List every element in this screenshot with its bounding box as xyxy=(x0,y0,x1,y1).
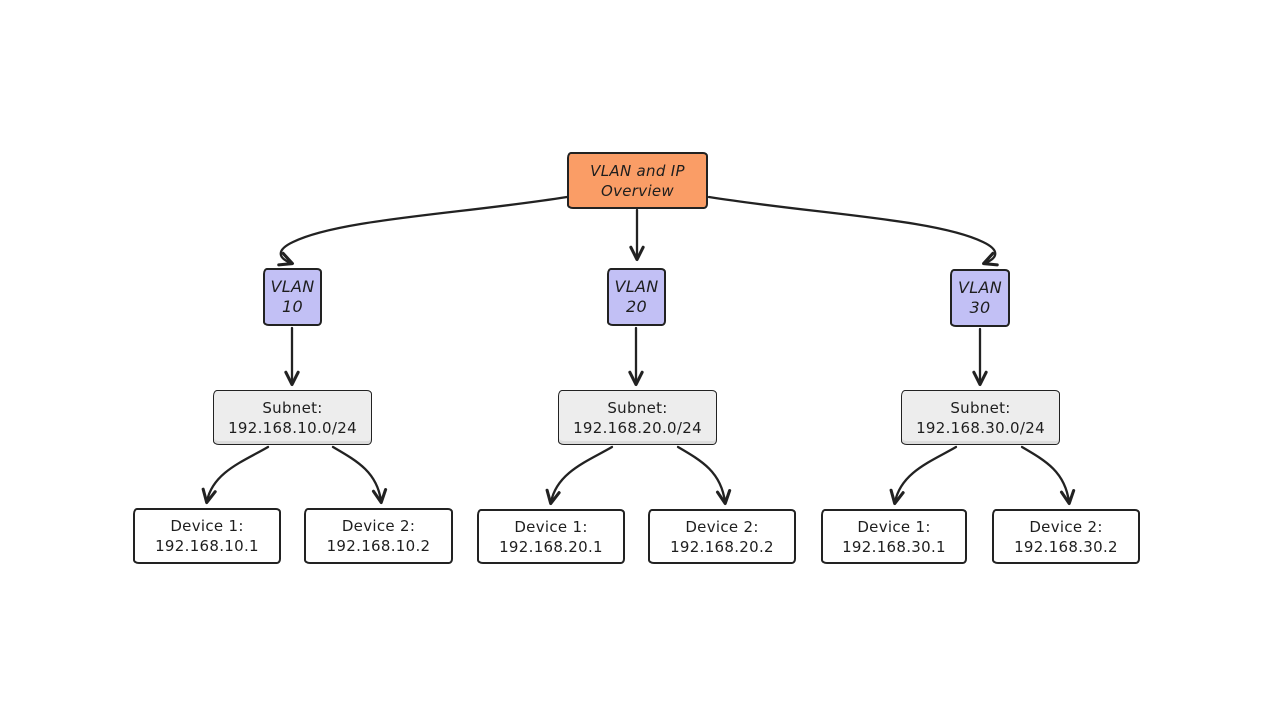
node-label-line2: 192.168.20.1 xyxy=(499,537,603,556)
node-label-line1: VLAN xyxy=(958,278,1002,297)
node-label-line2: 192.168.20.0/24 xyxy=(573,418,702,437)
node-device-192-168-30-2[interactable]: Device 2: 192.168.30.2 xyxy=(992,509,1140,564)
arrow-overview-to-vlan10[interactable] xyxy=(277,195,569,267)
node-vlan-30[interactable]: VLAN 30 xyxy=(950,269,1010,327)
node-label-line2: Overview xyxy=(600,181,675,200)
node-label-line2: 192.168.10.2 xyxy=(326,537,431,555)
node-label-line2: 192.168.30.2 xyxy=(1014,537,1118,556)
node-device-192-168-30-1[interactable]: Device 1: 192.168.30.1 xyxy=(821,509,967,564)
node-label-line1: Subnet: xyxy=(607,398,668,417)
node-device-192-168-20-2[interactable]: Device 2: 192.168.20.2 xyxy=(648,509,796,564)
node-label-line2: 10 xyxy=(282,297,303,316)
node-subnet-30[interactable]: Subnet: 192.168.30.0/24 xyxy=(901,390,1060,445)
node-label-line1: Subnet: xyxy=(262,398,323,417)
arrow-subnet30-to-device1[interactable] xyxy=(889,445,958,506)
node-label-line1: Device 1: xyxy=(514,517,588,536)
node-subnet-20[interactable]: Subnet: 192.168.20.0/24 xyxy=(558,390,717,445)
node-label-line1: Device 2: xyxy=(1029,517,1103,536)
node-device-192-168-10-2[interactable]: Device 2: 192.168.10.2 xyxy=(304,508,453,564)
node-label-line1: Device 2: xyxy=(341,517,416,535)
arrow-subnet30-to-device2[interactable] xyxy=(1020,445,1076,506)
node-label-line1: VLAN xyxy=(614,277,659,296)
arrow-subnet20-to-device2[interactable] xyxy=(676,445,732,506)
node-subnet-10[interactable]: Subnet: 192.168.10.0/24 xyxy=(213,390,372,445)
node-label-line2: 192.168.20.2 xyxy=(670,537,774,556)
node-device-192-168-10-1[interactable]: Device 1: 192.168.10.1 xyxy=(133,508,281,564)
node-label-line2: 30 xyxy=(969,298,991,317)
node-label-line2: 192.168.30.0/24 xyxy=(916,418,1045,437)
node-vlan-10[interactable]: VLAN 10 xyxy=(263,268,322,326)
node-label-line1: Device 2: xyxy=(685,517,759,536)
node-vlan-20[interactable]: VLAN 20 xyxy=(607,268,666,326)
node-label-line1: Subnet: xyxy=(950,398,1011,417)
node-device-192-168-20-1[interactable]: Device 1: 192.168.20.1 xyxy=(477,509,625,564)
node-label-line1: VLAN and IP xyxy=(590,161,685,180)
arrow-subnet10-to-device1[interactable] xyxy=(201,445,270,505)
node-label-line1: Device 1: xyxy=(857,517,931,536)
node-label-line2: 192.168.10.1 xyxy=(155,537,259,555)
node-label-line1: VLAN xyxy=(270,277,315,296)
arrow-subnet20-to-device1[interactable] xyxy=(545,445,614,506)
node-label-line1: Device 1: xyxy=(170,517,244,535)
node-vlan-ip-overview[interactable]: VLAN and IP Overview xyxy=(567,152,708,209)
arrow-subnet10-to-device2[interactable] xyxy=(331,445,388,505)
node-label-line2: 20 xyxy=(626,297,647,316)
arrow-overview-to-vlan30[interactable] xyxy=(707,195,999,267)
node-label-line2: 192.168.10.0/24 xyxy=(228,418,357,437)
node-label-line2: 192.168.30.1 xyxy=(842,537,946,556)
